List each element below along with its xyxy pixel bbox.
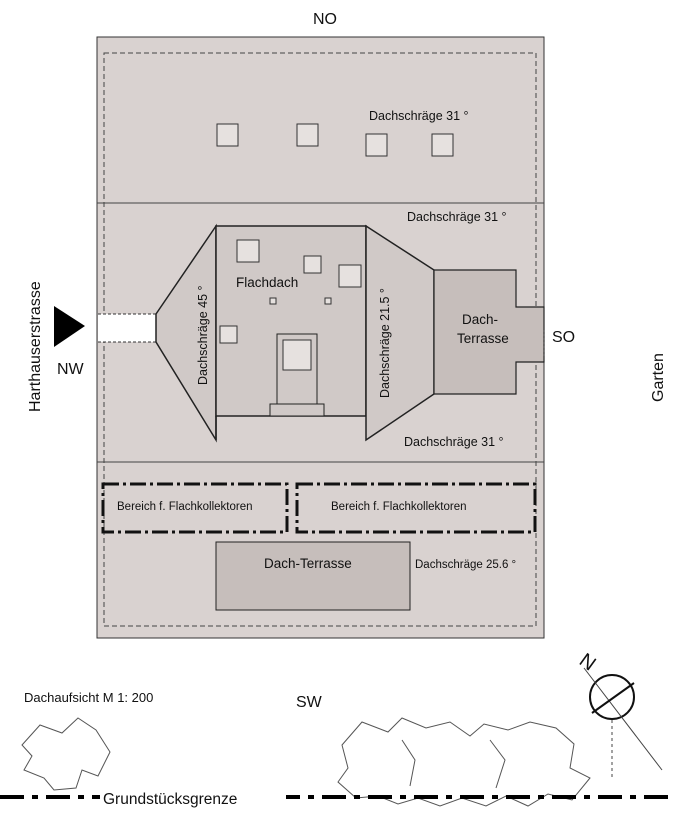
skylight [296,123,319,147]
scale-label: Dachaufsicht M 1: 200 [24,690,153,705]
skylight [431,133,454,157]
stair-step [269,403,325,417]
collector-area-right-label: Bereich f. Flachkollektoren [331,501,467,513]
entrance-passage [98,314,156,342]
skylight [365,133,388,157]
compass-label-nw: NW [57,361,85,378]
slope-label-middle-bottom: Dachschräge 31 ° [404,435,504,449]
compass-label-no: NO [313,11,337,28]
flat-roof-label: Flachdach [236,275,298,290]
slope-label-upper: Dachschräge 31 ° [369,109,469,123]
skylight [219,325,238,344]
skylight [236,239,260,263]
vent [324,297,332,305]
terrace-right-label-line1: Dach- [462,312,498,327]
bottom-roof-terrace [215,541,411,611]
garden-label: Garten [650,353,667,402]
stair-skylight [282,339,312,371]
north-arrow-icon [583,667,663,778]
vent [269,297,277,305]
north-arrow-label: N [575,649,600,675]
slope-label-right: Dachschräge 21.5 ° [378,288,392,398]
right-roof-terrace [433,269,545,395]
skylight [303,255,322,274]
terrace-bottom-label: Dach-Terrasse [264,556,352,571]
collector-area-left-label: Bereich f. Flachkollektoren [117,501,253,513]
slope-label-middle-top: Dachschräge 31 ° [407,210,507,224]
compass-label-sw: SW [296,694,323,711]
tree-icon [21,717,591,807]
collector-area-left [101,482,289,534]
compass-label-so: SO [552,329,575,346]
skylight [338,264,362,288]
slope-label-lower: Dachschräge 25.6 ° [415,559,516,571]
slope-label-left: Dachschräge 45 ° [196,285,210,385]
skylight [216,123,239,147]
terrace-right-label-line2: Terrasse [457,331,509,346]
collector-area-right [295,482,537,534]
street-name-label: Harthauserstrasse [27,281,44,412]
entrance-arrow-icon [54,306,85,347]
property-line-label: Grundstücksgrenze [103,791,237,808]
